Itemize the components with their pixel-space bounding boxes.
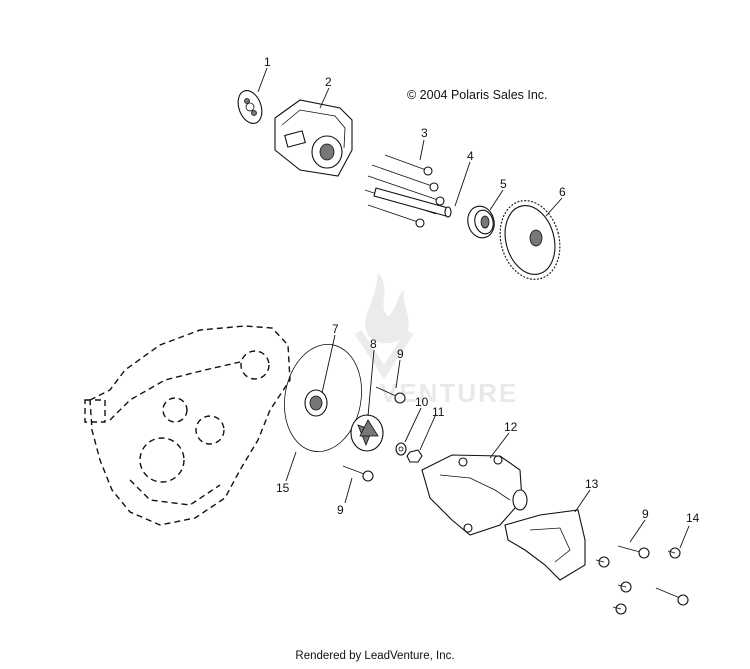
callout-14: 14 — [686, 511, 700, 525]
callout-8: 8 — [370, 337, 377, 351]
callout-labels: 1 2 3 4 5 6 7 8 9 10 11 12 13 14 15 9 9 — [264, 55, 700, 525]
watermark-text: VENTURE — [380, 378, 518, 408]
callout-5: 5 — [500, 177, 507, 191]
callout-6: 6 — [559, 185, 566, 199]
callout-2: 2 — [325, 75, 332, 89]
part-1-plate — [237, 90, 263, 124]
part-3-bolts — [364, 154, 445, 228]
part-13-gasket — [504, 509, 586, 581]
part-11-nut — [406, 449, 423, 463]
part-10-washer — [395, 442, 407, 456]
part-6-gear — [499, 200, 561, 280]
leadventure-watermark: VENTURE — [318, 262, 518, 412]
callout-7: 7 — [332, 322, 339, 336]
crankcase-outline — [84, 325, 291, 526]
part-8-impeller — [350, 414, 384, 452]
copyright-text: © 2004 Polaris Sales Inc. — [407, 88, 548, 102]
callout-9-right: 9 — [642, 507, 649, 521]
callout-13: 13 — [585, 477, 599, 491]
callout-9-lower: 9 — [337, 503, 344, 517]
callout-1: 1 — [264, 55, 271, 69]
callout-3: 3 — [421, 126, 428, 140]
part-9-bolt-upper — [375, 386, 406, 404]
callout-12: 12 — [504, 420, 518, 434]
part-2-housing — [274, 99, 353, 177]
callout-9-top: 9 — [397, 347, 404, 361]
callout-11: 11 — [432, 405, 445, 419]
footer-rendered-by: Rendered by LeadVenture, Inc. — [295, 650, 455, 662]
leader-lines — [257, 67, 690, 549]
part-7-seal — [304, 389, 328, 417]
callout-4: 4 — [467, 149, 474, 163]
part-4-shaft — [373, 187, 452, 218]
part-9-bolt-right — [617, 545, 650, 559]
part-5-bearing — [467, 205, 495, 239]
part-14-bolts — [595, 547, 689, 615]
part-9-bolt-lower — [342, 465, 374, 482]
callout-15: 15 — [276, 481, 290, 495]
part-12-cover — [421, 454, 528, 536]
callout-10: 10 — [415, 395, 429, 409]
